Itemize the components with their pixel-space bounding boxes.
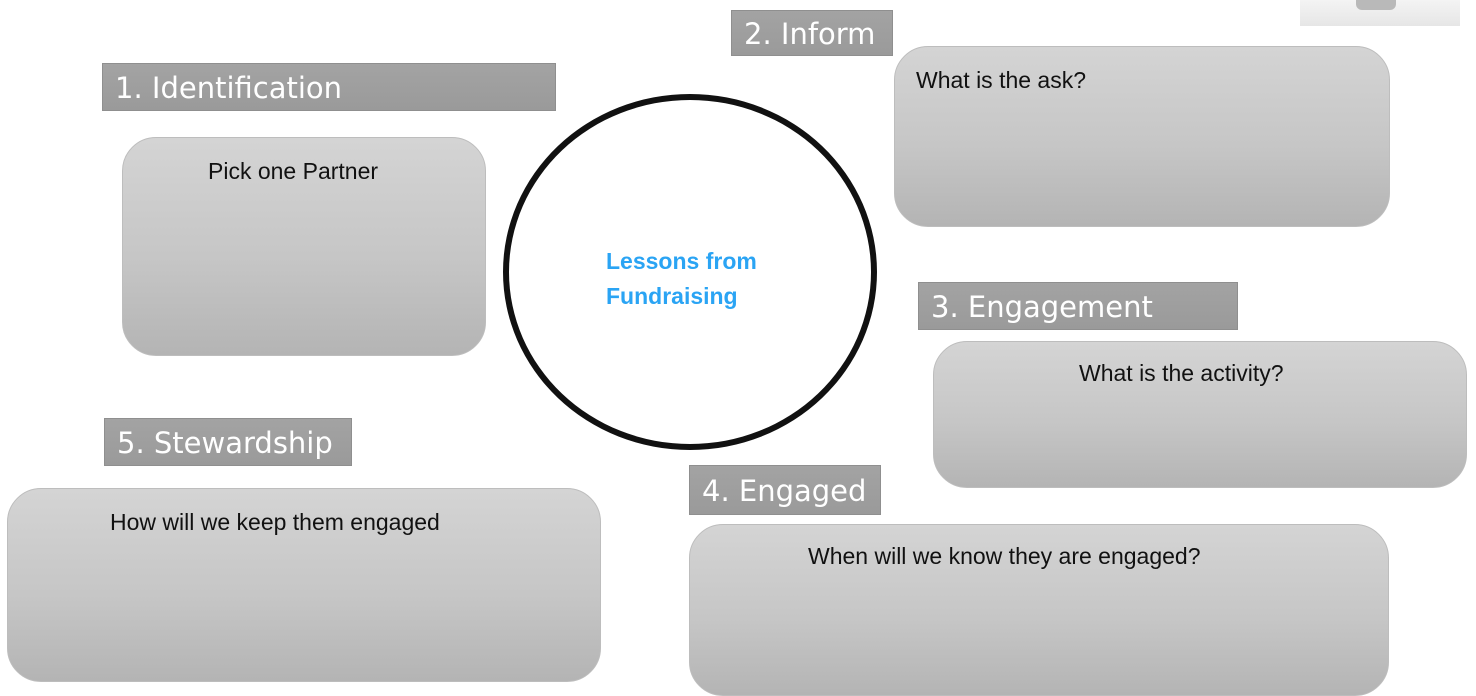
text-stewardship: How will we keep them engaged [110,509,440,535]
center-title-line2: Fundraising [606,283,738,309]
text-inform: What is the ask? [916,67,1087,93]
box-inform: What is the ask? [894,46,1390,227]
label-engagement: 3. Engagement [918,282,1238,330]
label-stewardship: 5. Stewardship [104,418,352,466]
text-identification: Pick one Partner [208,158,379,184]
box-engaged: When will we know they are engaged? [689,524,1389,696]
corner-figure-image [1300,0,1460,26]
center-circle [503,94,877,450]
text-engaged: When will we know they are engaged? [808,543,1201,569]
center-title-line1: Lessons from [606,248,757,274]
box-stewardship: How will we keep them engaged [7,488,601,682]
label-identification: 1. Identification [102,63,556,111]
figure-feet-icon [1356,0,1396,10]
text-engagement: What is the activity? [1079,360,1284,386]
label-inform: 2. Inform [731,10,893,56]
center-title: Lessons from Fundraising [606,244,757,314]
box-identification: Pick one Partner [122,137,486,356]
box-engagement: What is the activity? [933,341,1467,488]
label-engaged: 4. Engaged [689,465,881,515]
